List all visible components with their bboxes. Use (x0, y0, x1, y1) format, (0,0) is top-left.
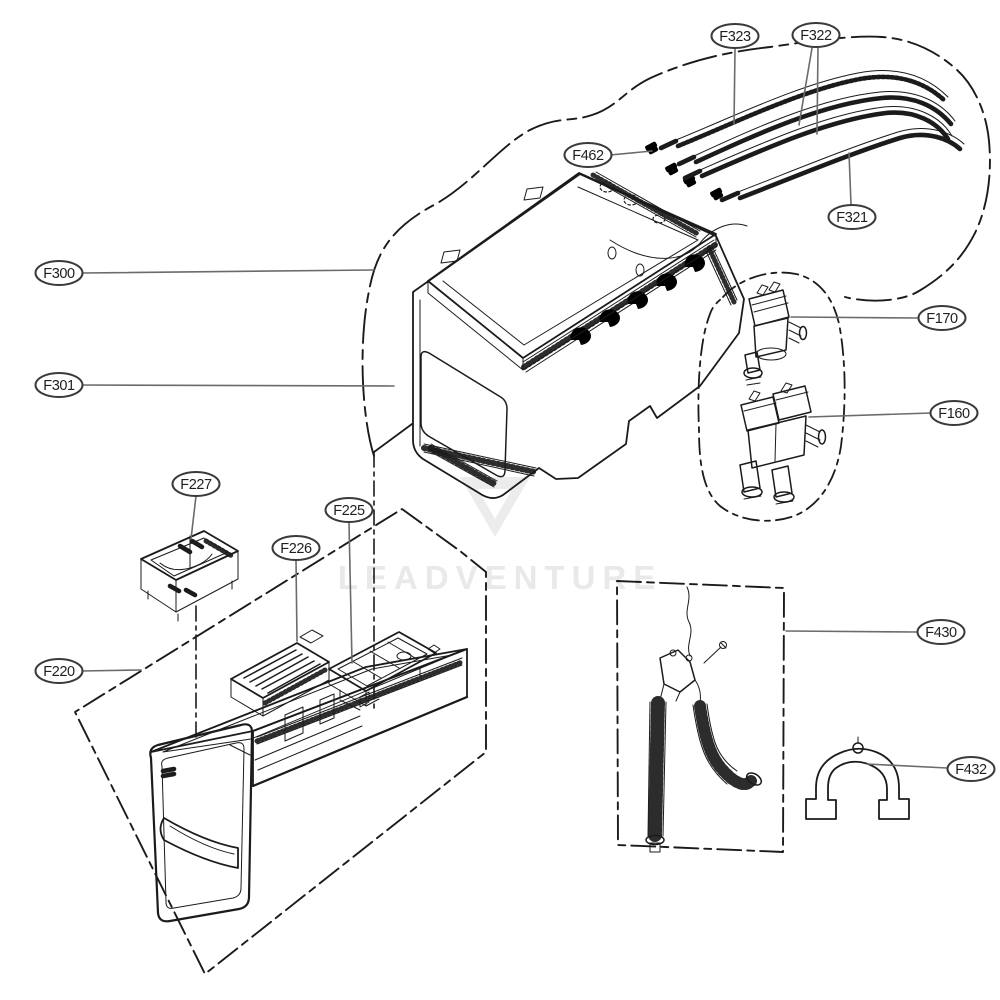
part-label-oval-F323[interactable] (710, 23, 760, 49)
part-label-text-F225: F225 (333, 503, 365, 519)
part-label-F432[interactable]: F432 (866, 756, 996, 782)
part-label-F170[interactable]: F170 (790, 305, 967, 331)
part-label-oval-F160[interactable] (929, 400, 979, 426)
part-label-text-F227: F227 (180, 477, 212, 493)
part-label-F300[interactable]: F300 (34, 260, 375, 286)
leader-line-F301 (80, 384, 395, 387)
part-label-text-F323: F323 (719, 29, 751, 45)
water-inlet-valve-single (743, 281, 808, 386)
hose-holder-clamp (805, 736, 910, 820)
part-label-text-F226: F226 (280, 541, 312, 557)
dispenser-lid (427, 172, 717, 371)
part-label-oval-F300[interactable] (34, 260, 84, 286)
part-label-oval-F322[interactable] (791, 22, 841, 48)
leader-line-F322 (816, 47, 819, 135)
hose-clamps (644, 141, 728, 206)
leader-line-F227 (190, 495, 197, 540)
part-label-text-F220: F220 (43, 664, 75, 680)
leader-line-F225 (348, 521, 353, 664)
part-label-oval-F225[interactable] (324, 497, 374, 523)
part-label-oval-F430[interactable] (916, 619, 966, 645)
part-label-F220[interactable]: F220 (34, 658, 142, 684)
part-label-oval-F227[interactable] (171, 471, 221, 497)
water-inlet-valve-double (739, 382, 827, 505)
leader-line-F226 (295, 559, 298, 642)
grid-holes (243, 649, 321, 694)
part-label-F323[interactable]: F323 (710, 23, 760, 125)
leader-line-F432 (866, 763, 948, 769)
leader-line-F321 (848, 152, 852, 205)
part-label-oval-F462[interactable] (563, 142, 613, 168)
leader-line-F462 (609, 150, 653, 156)
leader-line-F220 (80, 669, 142, 672)
part-label-F430[interactable]: F430 (785, 619, 966, 645)
part-label-F322[interactable]: F322 (791, 22, 841, 135)
part-label-text-F430: F430 (925, 625, 957, 641)
part-label-oval-F170[interactable] (917, 305, 967, 331)
part-label-oval-F301[interactable] (34, 372, 84, 398)
part-label-oval-F220[interactable] (34, 658, 84, 684)
part-label-F227[interactable]: F227 (171, 471, 221, 540)
leader-line-F430 (785, 630, 918, 633)
watermark-text: LEADVENTURE (338, 559, 663, 596)
watermark: LEADVENTURE (338, 477, 663, 596)
part-label-F301[interactable]: F301 (34, 372, 395, 398)
part-label-text-F300: F300 (43, 266, 75, 282)
inlet-hoses (658, 70, 965, 203)
part-label-text-F462: F462 (572, 148, 604, 164)
part-label-F321[interactable]: F321 (827, 152, 877, 230)
valve-group-boundary (697, 271, 846, 522)
leader-line-F322 (798, 47, 813, 126)
part-label-F160[interactable]: F160 (808, 400, 979, 426)
dispenser-tray-insert (328, 631, 441, 708)
part-label-text-F432: F432 (955, 762, 987, 778)
part-label-text-F321: F321 (836, 210, 868, 226)
leader-line-F160 (808, 412, 932, 418)
part-label-oval-F321[interactable] (827, 204, 877, 230)
leader-line-F170 (790, 316, 920, 319)
softener-cup (140, 530, 239, 622)
drawer-group-boundary (74, 451, 487, 975)
leader-line-F300 (80, 269, 375, 274)
part-label-oval-F226[interactable] (271, 535, 321, 561)
part-label-F225[interactable]: F225 (324, 497, 374, 664)
part-label-text-F301: F301 (43, 378, 75, 394)
part-label-F226[interactable]: F226 (271, 535, 321, 642)
part-label-F462[interactable]: F462 (563, 142, 653, 168)
dispenser-housing-body (412, 171, 748, 499)
assembly-boundary-main (361, 35, 991, 457)
detergent-drawer (149, 648, 469, 923)
part-label-oval-F432[interactable] (946, 756, 996, 782)
hose-assembly-box (616, 580, 785, 853)
part-label-text-F160: F160 (938, 406, 970, 422)
part-label-text-F170: F170 (926, 311, 958, 327)
drain-hose-assembly (645, 586, 763, 853)
dispenser-grid-insert (230, 629, 330, 717)
part-label-text-F322: F322 (800, 28, 832, 44)
leader-line-F323 (733, 48, 736, 125)
